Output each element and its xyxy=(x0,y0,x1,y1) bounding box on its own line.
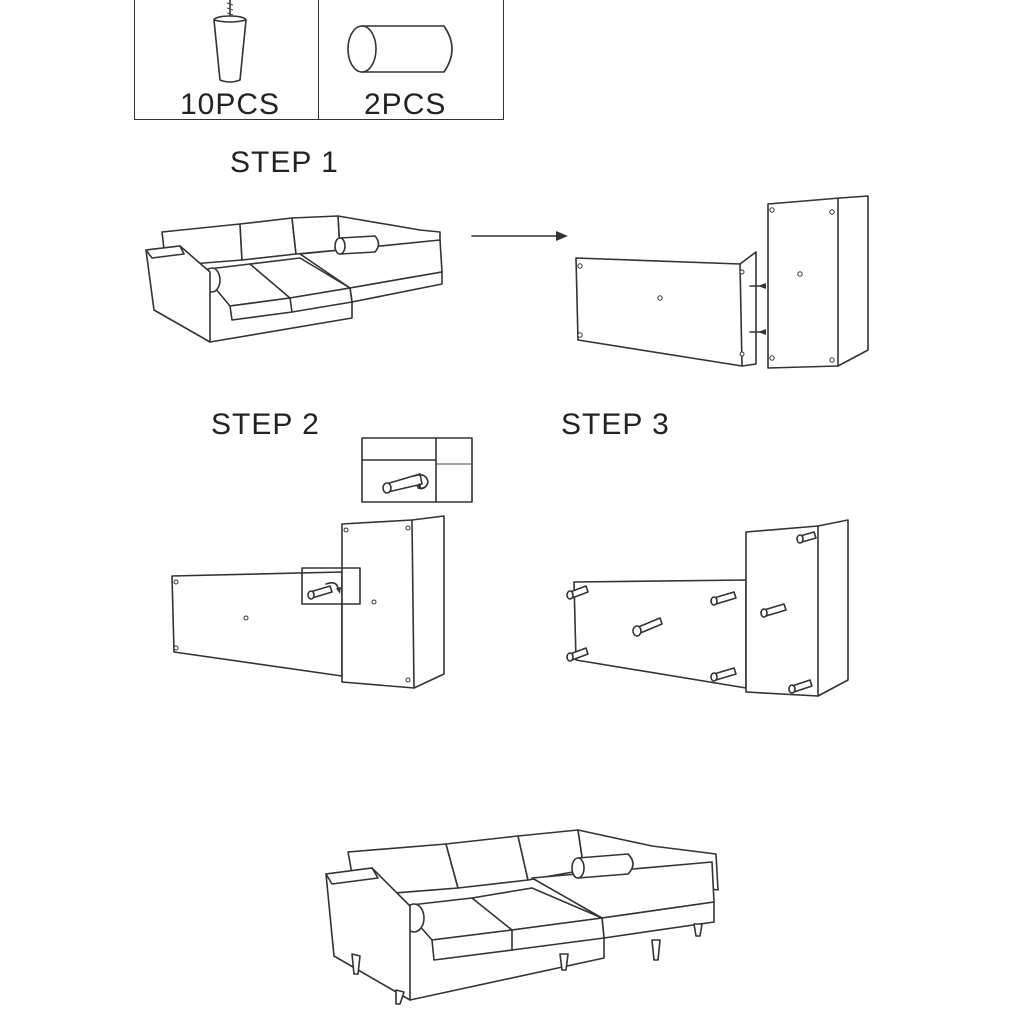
legs-attached-illustration xyxy=(566,519,849,697)
parts-table xyxy=(134,0,504,120)
parts-table-divider xyxy=(318,0,319,120)
arrow-right-icon xyxy=(471,231,568,241)
flipped-sofa-sections-illustration xyxy=(575,195,869,369)
sofa-leg-icon xyxy=(213,0,247,83)
leg-screw-detail-icon xyxy=(361,437,473,503)
legs-screwing-illustration xyxy=(171,515,445,689)
leg-quantity: 10PCS xyxy=(180,88,281,121)
step-3-label: STEP 3 xyxy=(561,408,670,441)
sectional-sofa-illustration xyxy=(145,215,443,343)
bolster-quantity: 2PCS xyxy=(364,88,447,121)
final-sectional-sofa-illustration xyxy=(325,829,719,1005)
bolster-pillow-icon xyxy=(347,25,453,73)
step-1-label: STEP 1 xyxy=(230,146,339,179)
step-2-label: STEP 2 xyxy=(211,408,320,441)
